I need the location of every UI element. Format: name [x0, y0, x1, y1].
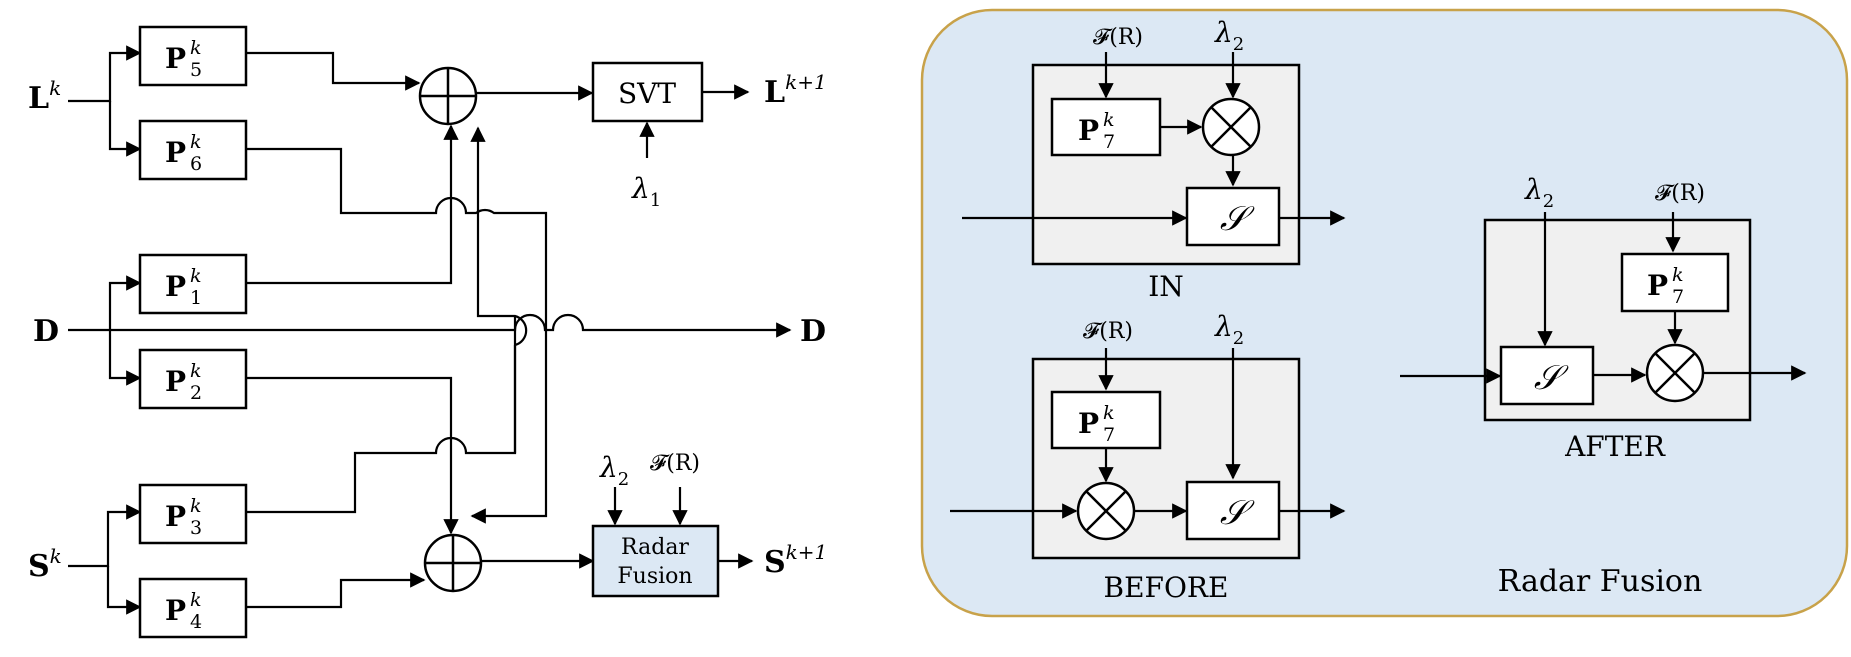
radar-fr-label: 𝓕(R) [650, 451, 700, 476]
variant-before: 𝓕(R) λ2 P k 7 𝒮 BEFORE [950, 310, 1346, 604]
variant-after: λ2 𝓕(R) P k 7 𝒮 AFTER [1400, 173, 1807, 463]
svg-text:k: k [190, 37, 202, 59]
block-p1: P k 1 [138, 253, 248, 315]
svg-text:k: k [190, 360, 202, 382]
variant-in: 𝓕(R) λ2 P k 7 𝒮 IN [962, 16, 1346, 303]
svg-text:7: 7 [1672, 286, 1684, 308]
output-l-label: Lk+1 [764, 70, 827, 110]
label-before: BEFORE [1104, 571, 1229, 604]
svg-text:P: P [1647, 269, 1668, 302]
svg-text:λ2: λ2 [1214, 16, 1244, 55]
svg-text:P: P [165, 365, 186, 398]
svg-text:𝓕(R): 𝓕(R) [1093, 25, 1143, 50]
svg-text:P: P [1078, 407, 1099, 440]
svg-text:λ2: λ2 [1524, 173, 1554, 212]
input-s-label: Sk [28, 544, 62, 584]
svg-text:P: P [165, 594, 186, 627]
input-l-label: Lk [28, 76, 61, 116]
output-d-label: D [800, 314, 826, 349]
radar-lambda2-label: λ2 [599, 451, 629, 490]
svg-text:4: 4 [190, 611, 202, 633]
output-s-label: Sk+1 [764, 540, 827, 580]
svg-text:k: k [1103, 402, 1115, 424]
svg-text:7: 7 [1103, 424, 1115, 446]
svg-text:k: k [1672, 264, 1684, 286]
radar-fusion-panel: 𝓕(R) λ2 P k 7 𝒮 IN 𝓕(R) [920, 8, 1849, 618]
panel-title: Radar Fusion [1498, 564, 1703, 599]
svg-text:𝓕(R): 𝓕(R) [1655, 181, 1705, 206]
svg-text:5: 5 [190, 59, 202, 81]
svg-text:P: P [165, 500, 186, 533]
input-d-label: D [33, 314, 59, 349]
svg-text:k: k [190, 131, 202, 153]
svg-text:λ2: λ2 [1214, 310, 1244, 349]
block-p4: P k 4 [138, 577, 248, 639]
label-in: IN [1148, 270, 1184, 303]
svt-block: SVT [591, 61, 704, 123]
svg-text:Radar: Radar [621, 535, 689, 560]
svg-text:1: 1 [190, 287, 202, 309]
block-p2: P k 2 [138, 348, 248, 410]
svg-text:k: k [1103, 109, 1115, 131]
svg-text:3: 3 [190, 517, 202, 539]
radar-fusion-block: Radar Fusion [591, 524, 720, 598]
svg-text:k: k [190, 495, 202, 517]
block-p6: P k 6 [138, 119, 248, 181]
svg-text:Fusion: Fusion [617, 564, 692, 589]
svg-text:k: k [190, 265, 202, 287]
svg-text:k: k [190, 589, 202, 611]
block-p5: P k 5 [138, 25, 248, 87]
lambda1-label: λ1 [631, 172, 661, 211]
svg-text:7: 7 [1103, 131, 1115, 153]
svg-text:SVT: SVT [618, 77, 676, 110]
svg-text:2: 2 [190, 382, 202, 404]
svg-text:P: P [165, 270, 186, 303]
label-after: AFTER [1564, 430, 1666, 463]
svg-text:𝓕(R): 𝓕(R) [1083, 319, 1133, 344]
lower-sum-node [423, 533, 483, 593]
upper-sum-node [418, 66, 478, 126]
svg-text:P: P [1078, 114, 1099, 147]
block-p3: P k 3 [138, 483, 248, 545]
left-diagram: Lk D Sk P k 5 P k 6 [28, 25, 827, 639]
svg-text:6: 6 [190, 153, 202, 175]
svg-text:P: P [165, 136, 186, 169]
svg-text:P: P [165, 42, 186, 75]
